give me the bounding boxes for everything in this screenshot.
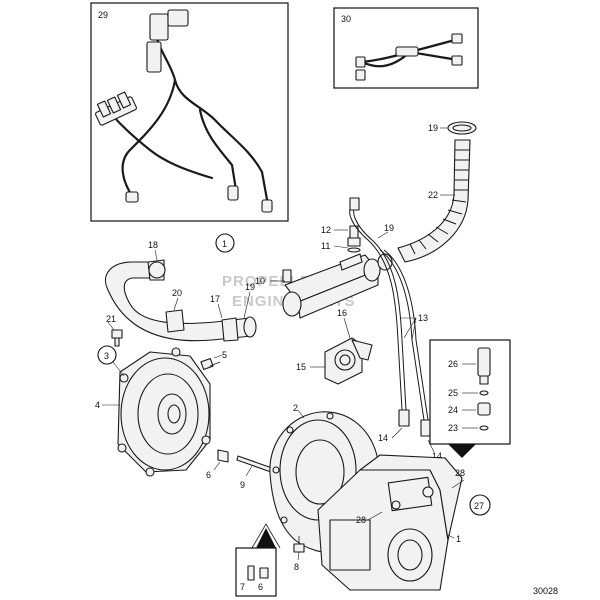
callout-circle-1: 1 bbox=[215, 233, 235, 253]
callout-30: 30 bbox=[341, 14, 351, 24]
callout-13: 13 bbox=[418, 313, 428, 323]
callout-26: 26 bbox=[448, 359, 458, 369]
inset-bolt-7-nut-6: 7 6 bbox=[235, 523, 281, 597]
bolt-8: 8 bbox=[293, 536, 305, 572]
callout-14a: 14 bbox=[378, 433, 388, 443]
callout-6b: 6 bbox=[258, 582, 263, 592]
callout-16: 16 bbox=[337, 308, 347, 318]
reverse-gear-1: 28 28 1 bbox=[317, 454, 465, 591]
inset-29-wiring-harness: 29 bbox=[90, 2, 289, 222]
water-hose-17: 18 20 17 19 bbox=[105, 240, 257, 342]
oil-cooler-10: 10 bbox=[255, 253, 393, 319]
bolt-5: 5 bbox=[200, 350, 227, 371]
diagram-number: 30028 bbox=[533, 586, 558, 596]
callout-10: 10 bbox=[255, 276, 265, 286]
bellows-hose-22: 19 22 bbox=[397, 121, 477, 263]
callout-15: 15 bbox=[296, 362, 306, 372]
callout-20: 20 bbox=[172, 288, 182, 298]
callout-7: 7 bbox=[240, 582, 245, 592]
callout-21: 21 bbox=[106, 314, 116, 324]
callout-11: 11 bbox=[321, 241, 330, 251]
fitting-12-washer-11: 12 11 bbox=[321, 225, 361, 253]
callout-2: 2 bbox=[293, 403, 298, 413]
callout-19a: 19 bbox=[428, 123, 438, 133]
callout-28b: 28 bbox=[356, 515, 366, 525]
callout-22: 22 bbox=[428, 190, 438, 200]
callout-5: 5 bbox=[222, 350, 227, 360]
callout-24: 24 bbox=[448, 405, 458, 415]
bolt-21: 21 bbox=[106, 314, 123, 347]
callout-6a: 6 bbox=[206, 470, 211, 480]
callout-circle-27: 27 bbox=[469, 494, 491, 516]
callout-8: 8 bbox=[294, 562, 299, 572]
callout-19b: 19 bbox=[384, 223, 394, 233]
callout-12: 12 bbox=[321, 225, 331, 235]
inset-sensor-23-26: 26 25 24 23 bbox=[429, 339, 511, 458]
callout-1-circle: 1 bbox=[222, 239, 227, 249]
stud-9-nut-6: 9 6 bbox=[206, 449, 273, 490]
callout-9: 9 bbox=[240, 480, 245, 490]
callout-14b: 14 bbox=[432, 451, 442, 461]
inset-30-adapter-cable: 30 bbox=[333, 7, 479, 89]
callout-18: 18 bbox=[148, 240, 158, 250]
fuse-block bbox=[95, 91, 137, 126]
callout-1: 1 bbox=[456, 534, 461, 544]
callout-23: 23 bbox=[448, 423, 458, 433]
callout-19c: 19 bbox=[245, 282, 255, 292]
callout-27: 27 bbox=[474, 501, 484, 511]
callout-29: 29 bbox=[98, 10, 108, 20]
bracket-15-clamp-16: 15 16 bbox=[296, 308, 373, 385]
callout-25: 25 bbox=[448, 388, 458, 398]
callout-3: 3 bbox=[104, 351, 109, 361]
callout-28a: 28 bbox=[455, 468, 465, 478]
coupling-3-4: 3 4 bbox=[95, 345, 211, 477]
callout-17: 17 bbox=[210, 294, 220, 304]
callout-4: 4 bbox=[95, 400, 100, 410]
